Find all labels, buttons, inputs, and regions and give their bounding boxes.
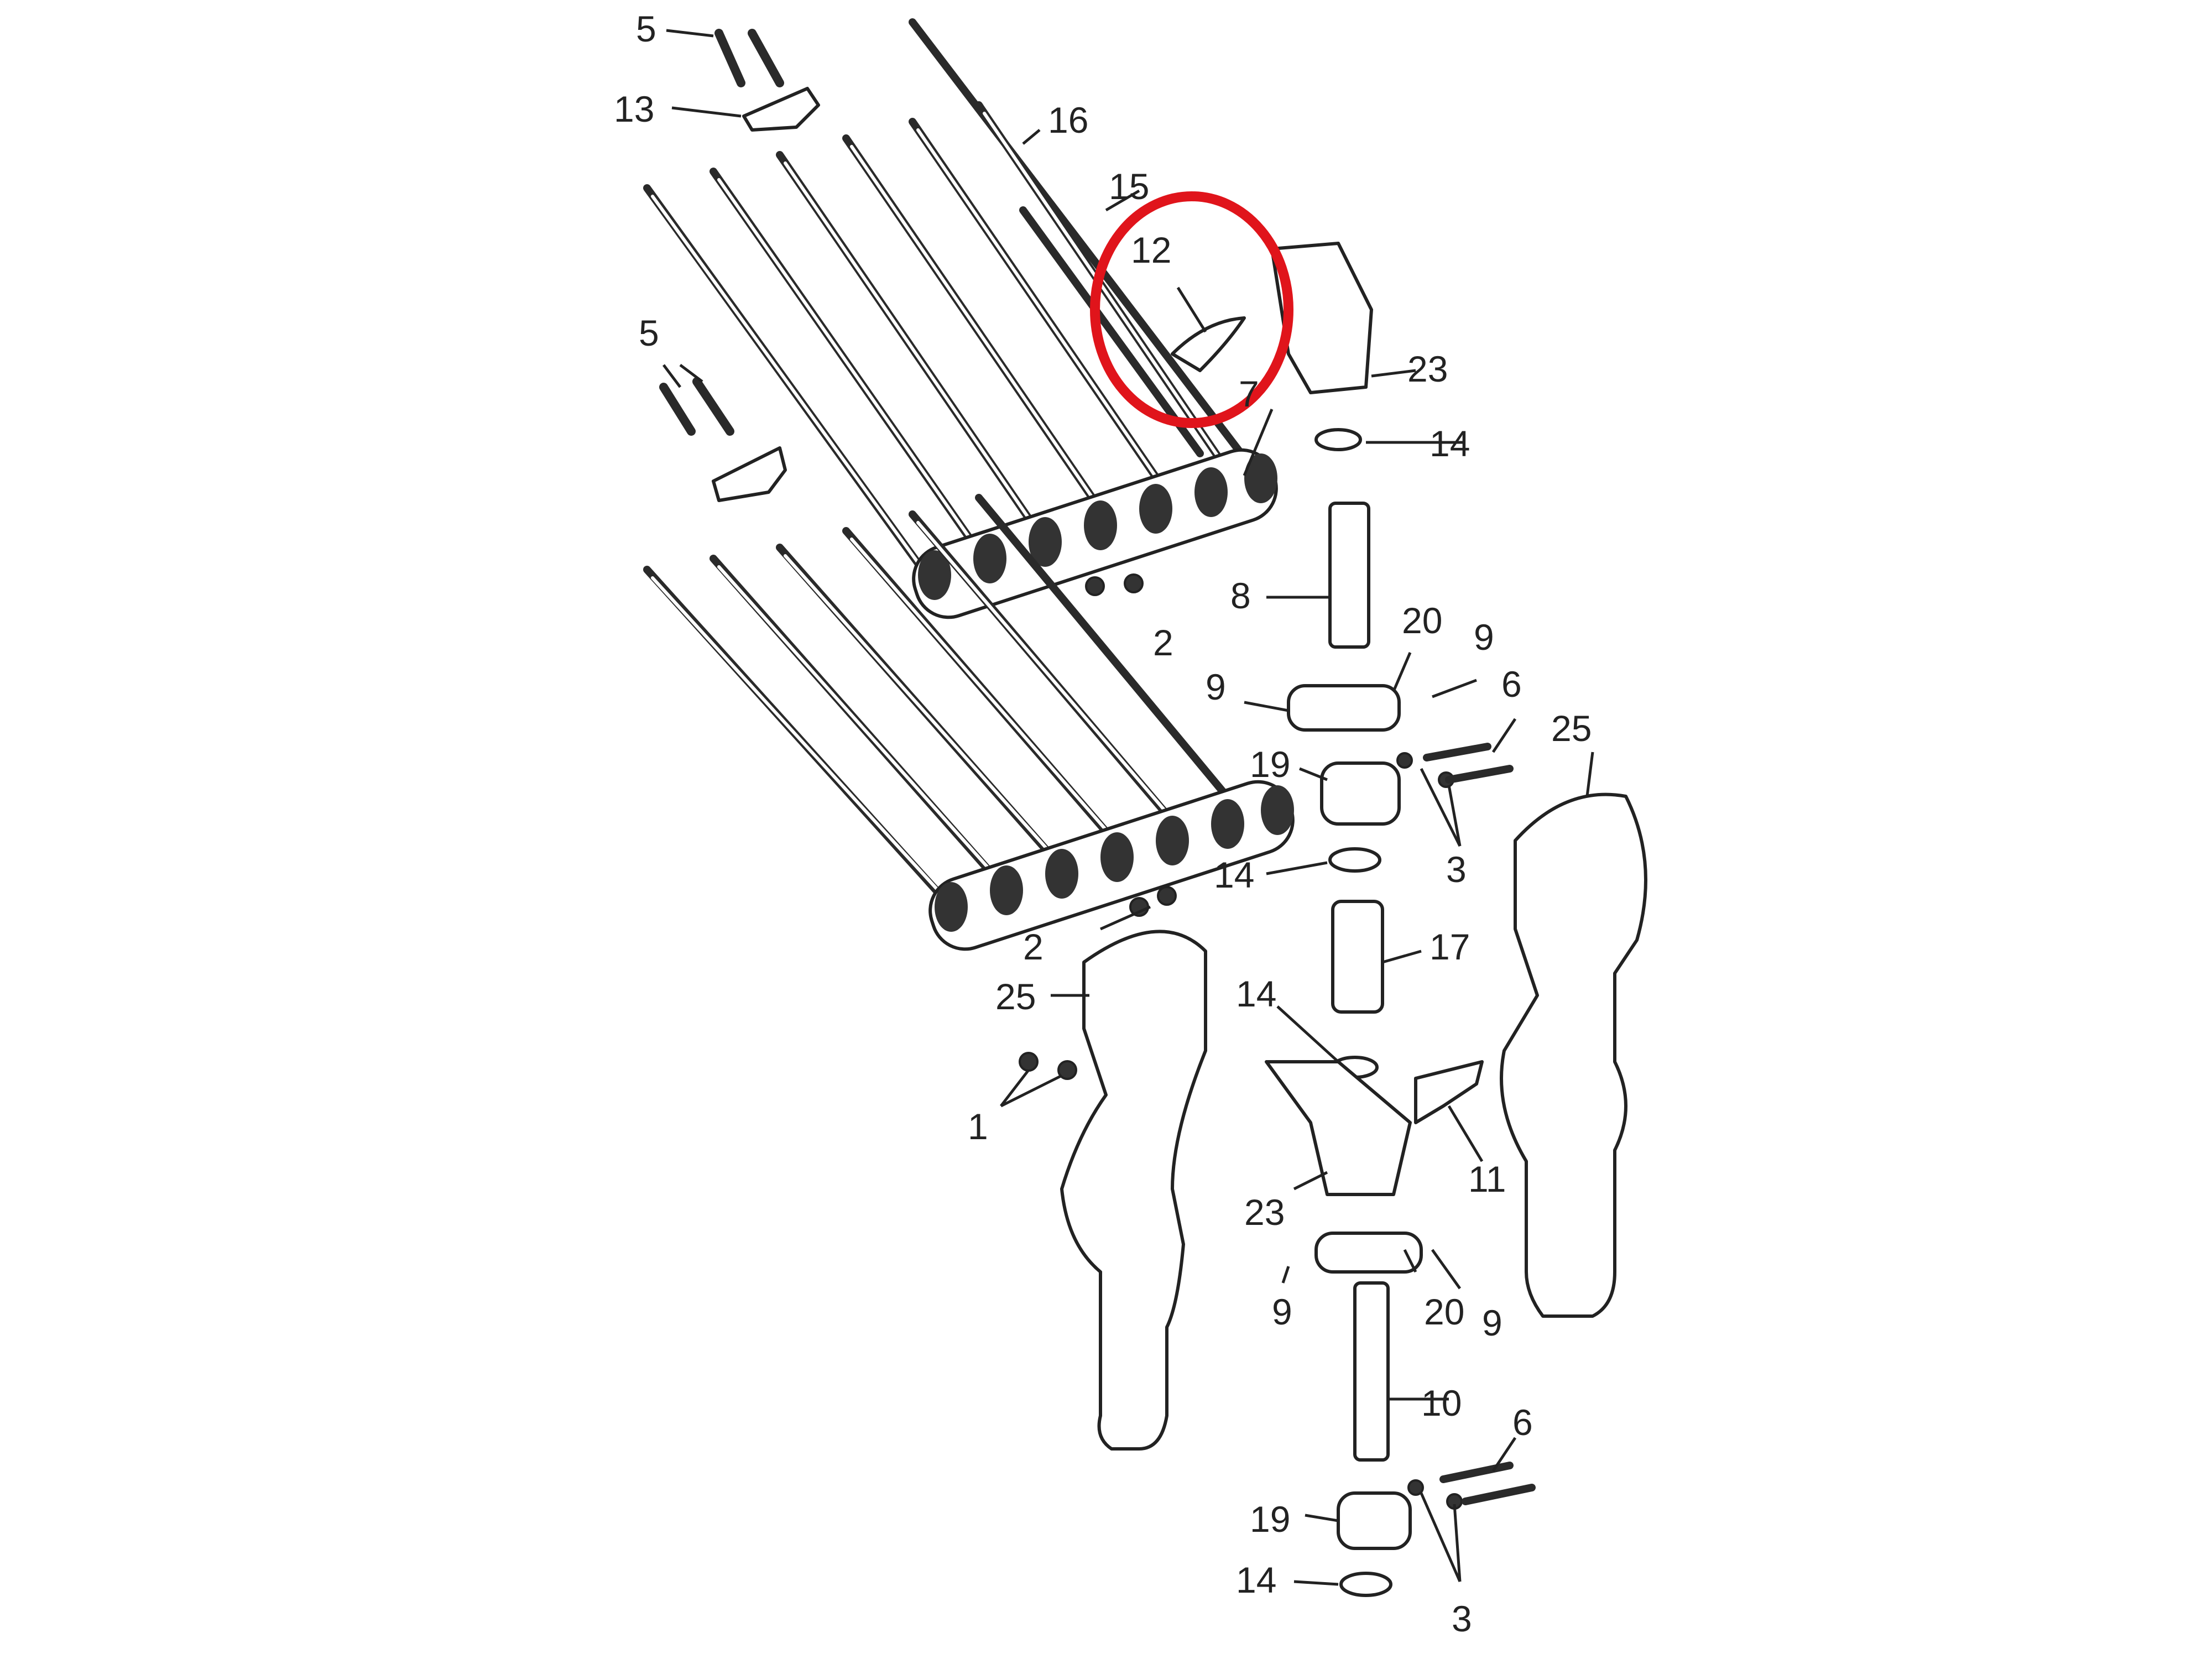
lever-11 <box>1414 1060 1484 1124</box>
label-12: 12 <box>1131 229 1171 270</box>
label-25-left: 25 <box>995 976 1036 1017</box>
bolts-5-top <box>714 29 784 87</box>
highlight-circle-12 <box>1090 191 1293 428</box>
cap-13-mid <box>712 446 787 502</box>
cap-13-top <box>742 87 820 132</box>
leader-lines <box>662 29 1594 1586</box>
bracket-23-bottom <box>1265 1060 1412 1196</box>
label-5-mid: 5 <box>639 312 659 353</box>
clip-12 <box>1171 316 1246 372</box>
label-1: 1 <box>968 1106 988 1147</box>
label-13: 13 <box>614 88 654 129</box>
washer-14-mid <box>1328 847 1381 873</box>
label-3-top: 3 <box>1446 849 1467 890</box>
label-9-d: 9 <box>1482 1302 1503 1343</box>
label-14-bottom: 14 <box>1236 1559 1276 1600</box>
rod-16 <box>909 18 1270 491</box>
handle-25-left <box>1060 930 1207 1451</box>
label-17: 17 <box>1430 926 1470 967</box>
label-10: 10 <box>1421 1383 1462 1423</box>
housing-19-bottom <box>1337 1491 1412 1550</box>
washer-14-top <box>1314 428 1362 451</box>
upper-rod-assembly <box>643 18 1278 619</box>
label-9-b: 9 <box>1206 666 1226 707</box>
housing-19-top <box>1320 761 1401 826</box>
label-5-top: 5 <box>636 8 656 49</box>
label-2-low: 2 <box>1023 926 1044 967</box>
label-6-bottom: 6 <box>1512 1402 1533 1443</box>
label-19-top: 19 <box>1250 744 1290 785</box>
label-11: 11 <box>1468 1159 1506 1199</box>
label-25-right: 25 <box>1551 708 1592 749</box>
label-7: 7 <box>1239 373 1259 414</box>
label-3-bottom: 3 <box>1452 1598 1472 1639</box>
label-20-top: 20 <box>1402 600 1442 641</box>
handle-25-right <box>1500 792 1647 1318</box>
shaft-8 <box>1328 502 1370 649</box>
label-23-bottom: 23 <box>1244 1192 1285 1233</box>
label-9-a: 9 <box>1474 617 1494 658</box>
label-20-bottom: 20 <box>1424 1291 1464 1332</box>
label-6-top: 6 <box>1501 664 1522 705</box>
spring-20-bottom <box>1314 1232 1423 1274</box>
bolts-6-bottom <box>1439 1462 1536 1505</box>
bolts-5-mid <box>659 377 734 436</box>
label-8: 8 <box>1230 575 1251 616</box>
spring-20-top <box>1287 684 1401 732</box>
label-9-c: 9 <box>1272 1291 1292 1332</box>
label-14-low: 14 <box>1236 973 1276 1014</box>
label-16: 16 <box>1048 100 1088 140</box>
label-23-top: 23 <box>1407 348 1448 389</box>
label-14-top: 14 <box>1430 423 1470 464</box>
part-labels: 5 13 16 15 12 23 5 7 14 8 2 20 9 9 6 25 … <box>614 8 1592 1639</box>
label-15: 15 <box>1109 166 1149 207</box>
sleeve-17 <box>1331 900 1384 1014</box>
label-19-bottom: 19 <box>1250 1499 1290 1540</box>
shaft-10 <box>1353 1281 1390 1462</box>
washer-14-bottom <box>1339 1572 1392 1597</box>
rod-15 <box>1019 206 1204 457</box>
label-2-top: 2 <box>1153 622 1173 663</box>
bolts-6-top <box>1423 743 1514 784</box>
lower-rod-assembly <box>643 494 1295 951</box>
label-14-mid: 14 <box>1214 854 1254 895</box>
bracket-23-top <box>1270 242 1373 394</box>
